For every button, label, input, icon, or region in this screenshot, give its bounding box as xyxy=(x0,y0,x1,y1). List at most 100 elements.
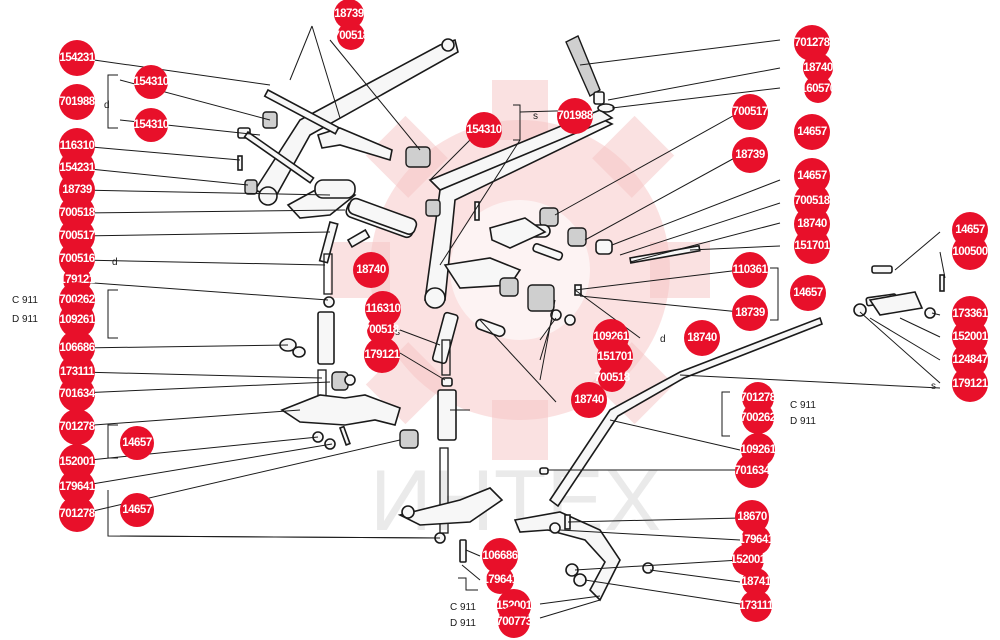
leader-lines xyxy=(79,25,946,619)
svg-text:700516: 700516 xyxy=(59,253,94,265)
callout-badge[interactable]: 179641 xyxy=(482,566,519,594)
callout-badge[interactable]: 18741 xyxy=(741,568,772,596)
callout-badge[interactable]: 14657 xyxy=(794,114,830,150)
svg-text:154310: 154310 xyxy=(466,124,501,136)
note-c911-right: C 911 xyxy=(790,400,816,411)
svg-text:154310: 154310 xyxy=(133,76,168,88)
note-d911-bottom: D 911 xyxy=(450,618,476,629)
svg-text:18740: 18740 xyxy=(797,218,827,230)
callout-badge[interactable]: 700262 xyxy=(740,402,776,434)
svg-text:18740: 18740 xyxy=(356,264,386,276)
callout-badge[interactable]: 154231 xyxy=(59,40,96,76)
svg-text:700773: 700773 xyxy=(496,616,531,628)
svg-text:701278: 701278 xyxy=(794,37,830,49)
note-s-3: s xyxy=(931,381,936,392)
callout-badge[interactable]: 14657 xyxy=(790,275,826,311)
callout-badge[interactable]: 700518 xyxy=(594,364,631,392)
callout-badges: 18739 700518 154231 154310 701988 154310… xyxy=(59,0,989,638)
note-c911-bottom: C 911 xyxy=(450,602,476,613)
callout-badge[interactable]: 14657 xyxy=(794,158,830,194)
callout-badge[interactable]: 154310 xyxy=(133,108,169,142)
svg-text:700262: 700262 xyxy=(740,412,775,424)
callout-badge[interactable]: 109261 xyxy=(59,302,96,338)
callout-badge[interactable]: 154310 xyxy=(133,65,169,99)
svg-text:152001: 152001 xyxy=(730,554,766,566)
svg-text:18740: 18740 xyxy=(803,62,833,74)
callout-badge[interactable]: 151701 xyxy=(794,228,831,264)
callout-badge[interactable]: 18739 xyxy=(334,0,364,29)
svg-text:109261: 109261 xyxy=(593,331,629,343)
svg-text:18739: 18739 xyxy=(735,307,765,319)
callout-badge[interactable]: 179121 xyxy=(952,366,989,402)
left-fork xyxy=(317,127,393,162)
callout-badge[interactable]: 18740 xyxy=(803,53,833,83)
callout-badge[interactable]: 18739 xyxy=(732,295,768,331)
callout-badge[interactable]: 160570 xyxy=(800,75,836,103)
note-c911-left: C 911 xyxy=(12,295,38,306)
callout-badge[interactable]: 110361 xyxy=(732,252,769,288)
callout-badge[interactable]: 18739 xyxy=(732,137,768,173)
svg-text:701988: 701988 xyxy=(59,96,95,108)
svg-text:160570: 160570 xyxy=(800,83,835,95)
svg-text:14657: 14657 xyxy=(793,287,823,299)
svg-text:106686: 106686 xyxy=(482,550,517,562)
callout-badge[interactable]: 106686 xyxy=(482,538,518,574)
note-s-1: s xyxy=(533,111,538,122)
notes: C 911 D 911 C 911 D 911 C 911 D 911 d d … xyxy=(12,100,936,629)
callout-badge[interactable]: 700518 xyxy=(333,22,370,50)
note-d-left: d xyxy=(104,100,110,111)
callout-badge[interactable]: 14657 xyxy=(120,426,154,460)
callout-badge[interactable]: 700517 xyxy=(732,94,768,130)
svg-text:152001: 152001 xyxy=(952,331,988,343)
callout-badge[interactable]: 701634 xyxy=(59,376,96,412)
callout-badge[interactable]: 179641 xyxy=(59,469,96,505)
control-knob-icon xyxy=(565,35,615,113)
svg-text:700262: 700262 xyxy=(59,294,94,306)
svg-text:701278: 701278 xyxy=(740,392,776,404)
note-d-mid: d xyxy=(112,257,118,268)
svg-text:179121: 179121 xyxy=(952,378,988,390)
callout-badge[interactable]: 154310 xyxy=(466,112,502,148)
callout-badge[interactable]: 18740 xyxy=(571,382,607,418)
upper-left-lever xyxy=(253,38,459,200)
callout-badge[interactable]: 701988 xyxy=(557,98,594,134)
svg-text:18741: 18741 xyxy=(741,576,772,588)
svg-text:179641: 179641 xyxy=(738,534,774,546)
svg-text:18739: 18739 xyxy=(334,8,364,20)
svg-text:154231: 154231 xyxy=(59,52,95,64)
callout-badge[interactable]: 701634 xyxy=(734,454,771,488)
svg-text:700517: 700517 xyxy=(732,106,767,118)
callout-badge[interactable]: 700516 xyxy=(59,241,95,277)
callout-badge[interactable]: 701278 xyxy=(59,496,96,532)
svg-text:116310: 116310 xyxy=(60,140,95,152)
svg-text:179641: 179641 xyxy=(482,574,518,586)
callout-badge[interactable]: 18670 xyxy=(735,500,769,534)
note-d911-right: D 911 xyxy=(790,416,816,427)
svg-text:18670: 18670 xyxy=(737,511,767,523)
svg-text:14657: 14657 xyxy=(955,224,985,236)
svg-text:100500: 100500 xyxy=(952,246,987,258)
callout-badge[interactable]: 152001 xyxy=(59,444,96,480)
note-d-right: d xyxy=(660,334,666,345)
svg-text:700518: 700518 xyxy=(794,195,830,207)
callout-badge[interactable]: 14657 xyxy=(120,493,154,527)
svg-text:173111: 173111 xyxy=(60,366,95,378)
callout-badge[interactable]: 173111 xyxy=(739,590,775,622)
callout-badge[interactable]: 179121 xyxy=(364,337,401,373)
svg-text:173111: 173111 xyxy=(739,600,774,612)
svg-text:700518: 700518 xyxy=(594,372,630,384)
callout-badge[interactable]: 701988 xyxy=(59,84,96,120)
callout-badge[interactable]: 100500 xyxy=(952,234,988,270)
callout-badge[interactable]: 18740 xyxy=(684,320,720,356)
svg-text:701278: 701278 xyxy=(59,421,95,433)
svg-text:700518: 700518 xyxy=(333,30,369,42)
callout-badge[interactable]: 18740 xyxy=(353,252,389,288)
svg-text:179121: 179121 xyxy=(59,274,95,286)
callout-badge[interactable]: 700773 xyxy=(496,606,532,638)
svg-text:154231: 154231 xyxy=(59,162,95,174)
callout-badge[interactable]: 701278 xyxy=(59,409,96,445)
callout-badge[interactable]: 700518 xyxy=(363,316,400,344)
svg-text:14657: 14657 xyxy=(797,170,827,182)
callout-badge[interactable]: 701278 xyxy=(794,25,831,61)
